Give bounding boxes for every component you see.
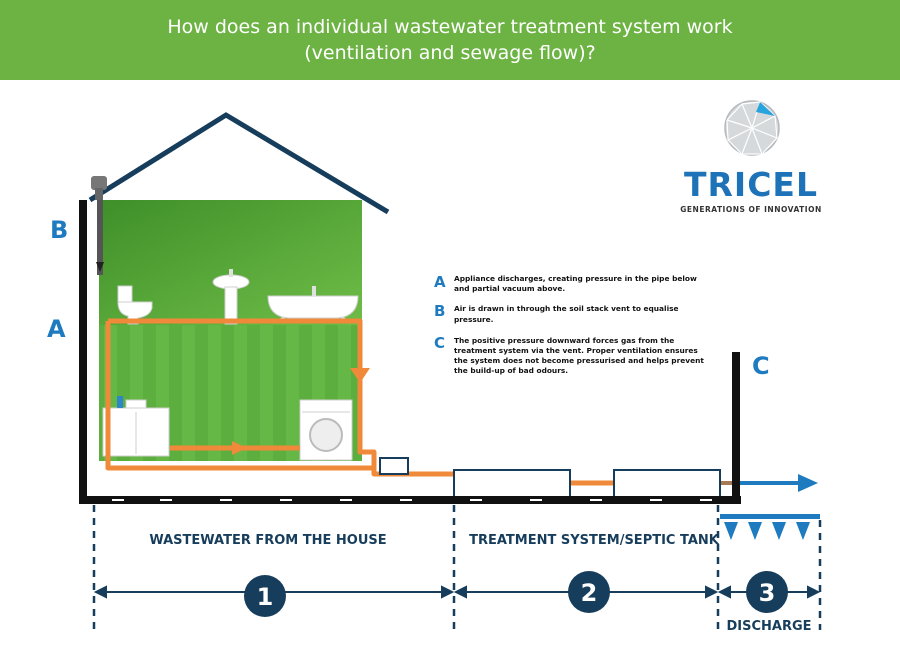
- bathtub-tap: [312, 286, 316, 296]
- section-label-treatment: TREATMENT SYSTEM/SEPTIC TANK: [469, 533, 720, 548]
- legend-b-line1: Air is drawn in through the soil stack v…: [454, 304, 679, 313]
- inspection-chamber: [379, 457, 409, 475]
- marker-a: A: [47, 315, 66, 343]
- soakaway-arrows: [724, 522, 810, 540]
- lower-pipe-run: [105, 321, 374, 471]
- logo-brand: TRICEL: [684, 165, 818, 204]
- legend-c-line1: The positive pressure downward forces ga…: [454, 336, 674, 345]
- vanity-sink: [125, 399, 147, 409]
- section-number-1: 1: [257, 583, 274, 611]
- toilet-cistern: [117, 285, 133, 303]
- secondary-tank: [613, 469, 721, 501]
- legend-a-line1: Appliance discharges, creating pressure …: [454, 274, 697, 283]
- title-line-2: (ventilation and sewage flow)?: [304, 42, 596, 64]
- section-dividers: [92, 505, 822, 630]
- pipe-down-arrow: [350, 368, 370, 383]
- legend-a-line2: and partial vacuum above.: [454, 284, 565, 293]
- system-vent-pipe: [732, 352, 740, 502]
- section-badge-2: [568, 571, 610, 613]
- bathtub-body: [267, 295, 359, 319]
- legend-c-line3: the system does not become pressurised a…: [454, 356, 704, 365]
- soap-bottle: [117, 396, 123, 408]
- section-label-discharge: DISCHARGE: [726, 619, 811, 634]
- section-label-house: WASTEWATER FROM THE HOUSE: [149, 533, 386, 548]
- basin: [212, 269, 250, 325]
- legend: A Appliance discharges, creating pressur…: [434, 273, 704, 375]
- soil-stack: [79, 176, 107, 500]
- soakaway-bar: [720, 514, 820, 519]
- section-badge-1: [244, 575, 286, 617]
- discharge-arrow: [798, 474, 818, 492]
- logo-globe-highlight: [756, 102, 775, 116]
- pipe-flow-arrow: [232, 441, 247, 455]
- washing-machine: [299, 399, 353, 461]
- soil-stack-pipe: [79, 200, 87, 500]
- section-number-2: 2: [581, 579, 598, 607]
- logo-tagline: GENERATIONS OF INNOVATION: [680, 205, 821, 214]
- vent-cowl: [91, 176, 107, 190]
- roof: [88, 112, 390, 215]
- tricel-logo: TRICEL GENERATIONS OF INNOVATION: [680, 100, 821, 214]
- legend-letter-a: A: [434, 273, 446, 291]
- title-banner: How does an individual wastewater treatm…: [0, 0, 900, 80]
- legend-b-line2: pressure.: [454, 315, 494, 324]
- legend-letter-c: C: [434, 334, 445, 352]
- primary-tank: [453, 469, 571, 501]
- section-badge-3: [746, 571, 788, 613]
- legend-c-line4: the build-up of bad odours.: [454, 366, 568, 375]
- title-line-1: How does an individual wastewater treatm…: [167, 16, 733, 38]
- ground-flow-ticks: [112, 499, 712, 501]
- dimension-lines: [93, 585, 821, 599]
- section-number-3: 3: [759, 579, 776, 607]
- legend-c-line2: treatment system via the vent. Proper ve…: [454, 346, 698, 355]
- legend-letter-b: B: [434, 302, 445, 320]
- basin-tap: [229, 269, 233, 277]
- vent-down-arrow: [96, 262, 104, 272]
- washer-door: [309, 418, 343, 452]
- basin-pedestal: [224, 286, 238, 325]
- vent-pipe: [97, 200, 103, 275]
- vanity-unit: [102, 396, 170, 457]
- marker-b: B: [50, 216, 68, 244]
- vent-cap: [95, 188, 103, 200]
- marker-c: C: [752, 352, 770, 380]
